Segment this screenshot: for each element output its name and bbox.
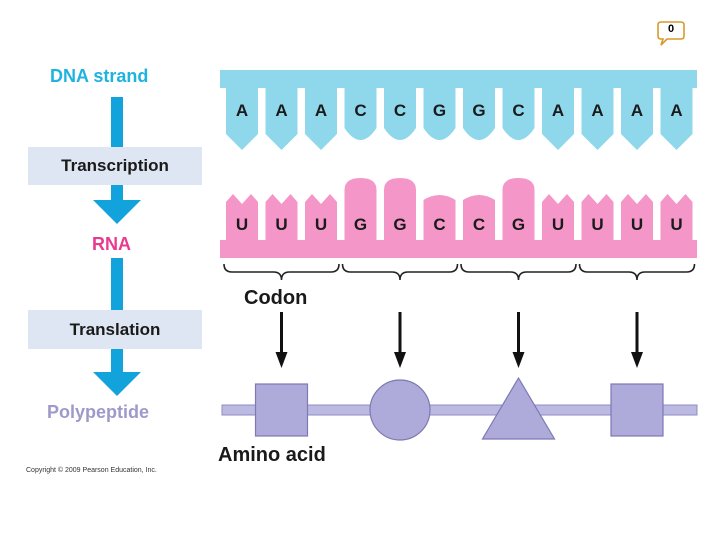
- dna-base-letter-9: A: [552, 101, 564, 120]
- copyright-text: Copyright © 2009 Pearson Education, Inc.: [26, 467, 157, 474]
- rna-base-7: [463, 195, 495, 241]
- dna-base-letter-11: A: [631, 101, 643, 120]
- dna-base-11: [621, 87, 653, 150]
- blue-arrow-shaft-4: [111, 349, 123, 373]
- amino-acid-circle-2: [369, 379, 431, 441]
- rna-base-10: [581, 194, 614, 241]
- dna-base-12: [660, 87, 693, 150]
- dna-base-10: [581, 87, 614, 150]
- rna-base-letter-11: U: [631, 215, 643, 234]
- amino-acids-group: [254, 376, 664, 441]
- dna-base-3: [305, 87, 337, 150]
- blue-arrow-shaft-2: [111, 185, 123, 201]
- dna-base-6: [423, 87, 456, 140]
- rna-base-letter-10: U: [591, 215, 603, 234]
- rna-base-3: [305, 194, 337, 241]
- rna-base-2: [265, 194, 298, 241]
- codon-braces: [223, 263, 696, 281]
- dna-base-letter-12: A: [670, 101, 682, 120]
- dna-base-4: [344, 87, 377, 140]
- codon-brace-2: [341, 263, 459, 281]
- dna-base-7: [463, 87, 495, 140]
- dna-base-letter-10: A: [591, 101, 603, 120]
- amino-acid-triangle-3: [481, 376, 556, 440]
- codon-arrow-head-2: [394, 352, 406, 368]
- amino-acid-square-4: [610, 383, 664, 437]
- rna-base-letter-3: U: [315, 215, 327, 234]
- blue-arrow-head-2: [93, 372, 141, 396]
- dna-base-letter-5: C: [394, 101, 406, 120]
- rna-base-letter-7: C: [473, 215, 485, 234]
- dna-base-2: [265, 87, 298, 150]
- polypeptide-label: Polypeptide: [47, 402, 150, 422]
- dna-base-letter-2: A: [275, 101, 287, 120]
- dna-base-1: [226, 87, 258, 150]
- rna-base-6: [423, 195, 456, 241]
- transcription-box: Transcription: [28, 147, 202, 185]
- blue-arrow-shaft-3: [111, 258, 123, 310]
- rna-label: RNA: [92, 234, 131, 254]
- codon-brace-4: [578, 263, 696, 281]
- rna-backbone: [220, 240, 697, 258]
- amino-acid-square-1: [254, 383, 309, 437]
- codon-arrow-head-1: [275, 352, 288, 368]
- rna-base-12: [660, 194, 693, 241]
- dna-base-letter-6: G: [433, 101, 446, 120]
- rna-base-letter-12: U: [670, 215, 682, 234]
- amino-acid-label: Amino acid: [218, 444, 326, 466]
- dna-base-5: [384, 87, 416, 140]
- comment-badge-icon: [657, 21, 685, 46]
- rna-base-letter-4: G: [354, 215, 367, 234]
- rna-base-4: [344, 178, 377, 241]
- dna-base-letter-4: C: [354, 101, 366, 120]
- codon-brace-1: [223, 263, 340, 281]
- rna-base-letter-2: U: [275, 215, 287, 234]
- codon-arrows: [275, 312, 643, 368]
- blue-arrow-head-1: [93, 200, 141, 224]
- blue-arrow-shaft-1: [111, 97, 123, 147]
- rna-base-letter-9: U: [552, 215, 564, 234]
- dna-base-letter-1: A: [236, 101, 248, 120]
- dna-base-letter-8: C: [512, 101, 524, 120]
- codon-arrow-head-4: [631, 352, 643, 368]
- dna-base-8: [502, 87, 535, 140]
- badge-count: 0: [667, 23, 675, 35]
- dna-strand-label: DNA strand: [50, 66, 149, 86]
- codon-arrow-head-3: [512, 352, 525, 368]
- rna-base-letter-6: C: [433, 215, 445, 234]
- codon-label: Codon: [244, 287, 308, 309]
- rna-base-letter-8: G: [512, 215, 525, 234]
- rna-base-letter-1: U: [236, 215, 248, 234]
- polypeptide-backbone: [221, 404, 698, 416]
- dna-base-9: [542, 87, 574, 150]
- dna-base-letter-7: G: [472, 101, 485, 120]
- rna-base-5: [384, 178, 416, 241]
- rna-base-11: [621, 194, 653, 241]
- rna-base-letter-5: G: [393, 215, 406, 234]
- codon-brace-3: [460, 263, 577, 281]
- translation-box: Translation: [28, 310, 202, 349]
- rna-base-1: [226, 194, 258, 241]
- rna-base-8: [502, 178, 535, 241]
- dna-backbone: [220, 70, 697, 88]
- dna-base-letter-3: A: [315, 101, 327, 120]
- rna-base-9: [542, 194, 574, 241]
